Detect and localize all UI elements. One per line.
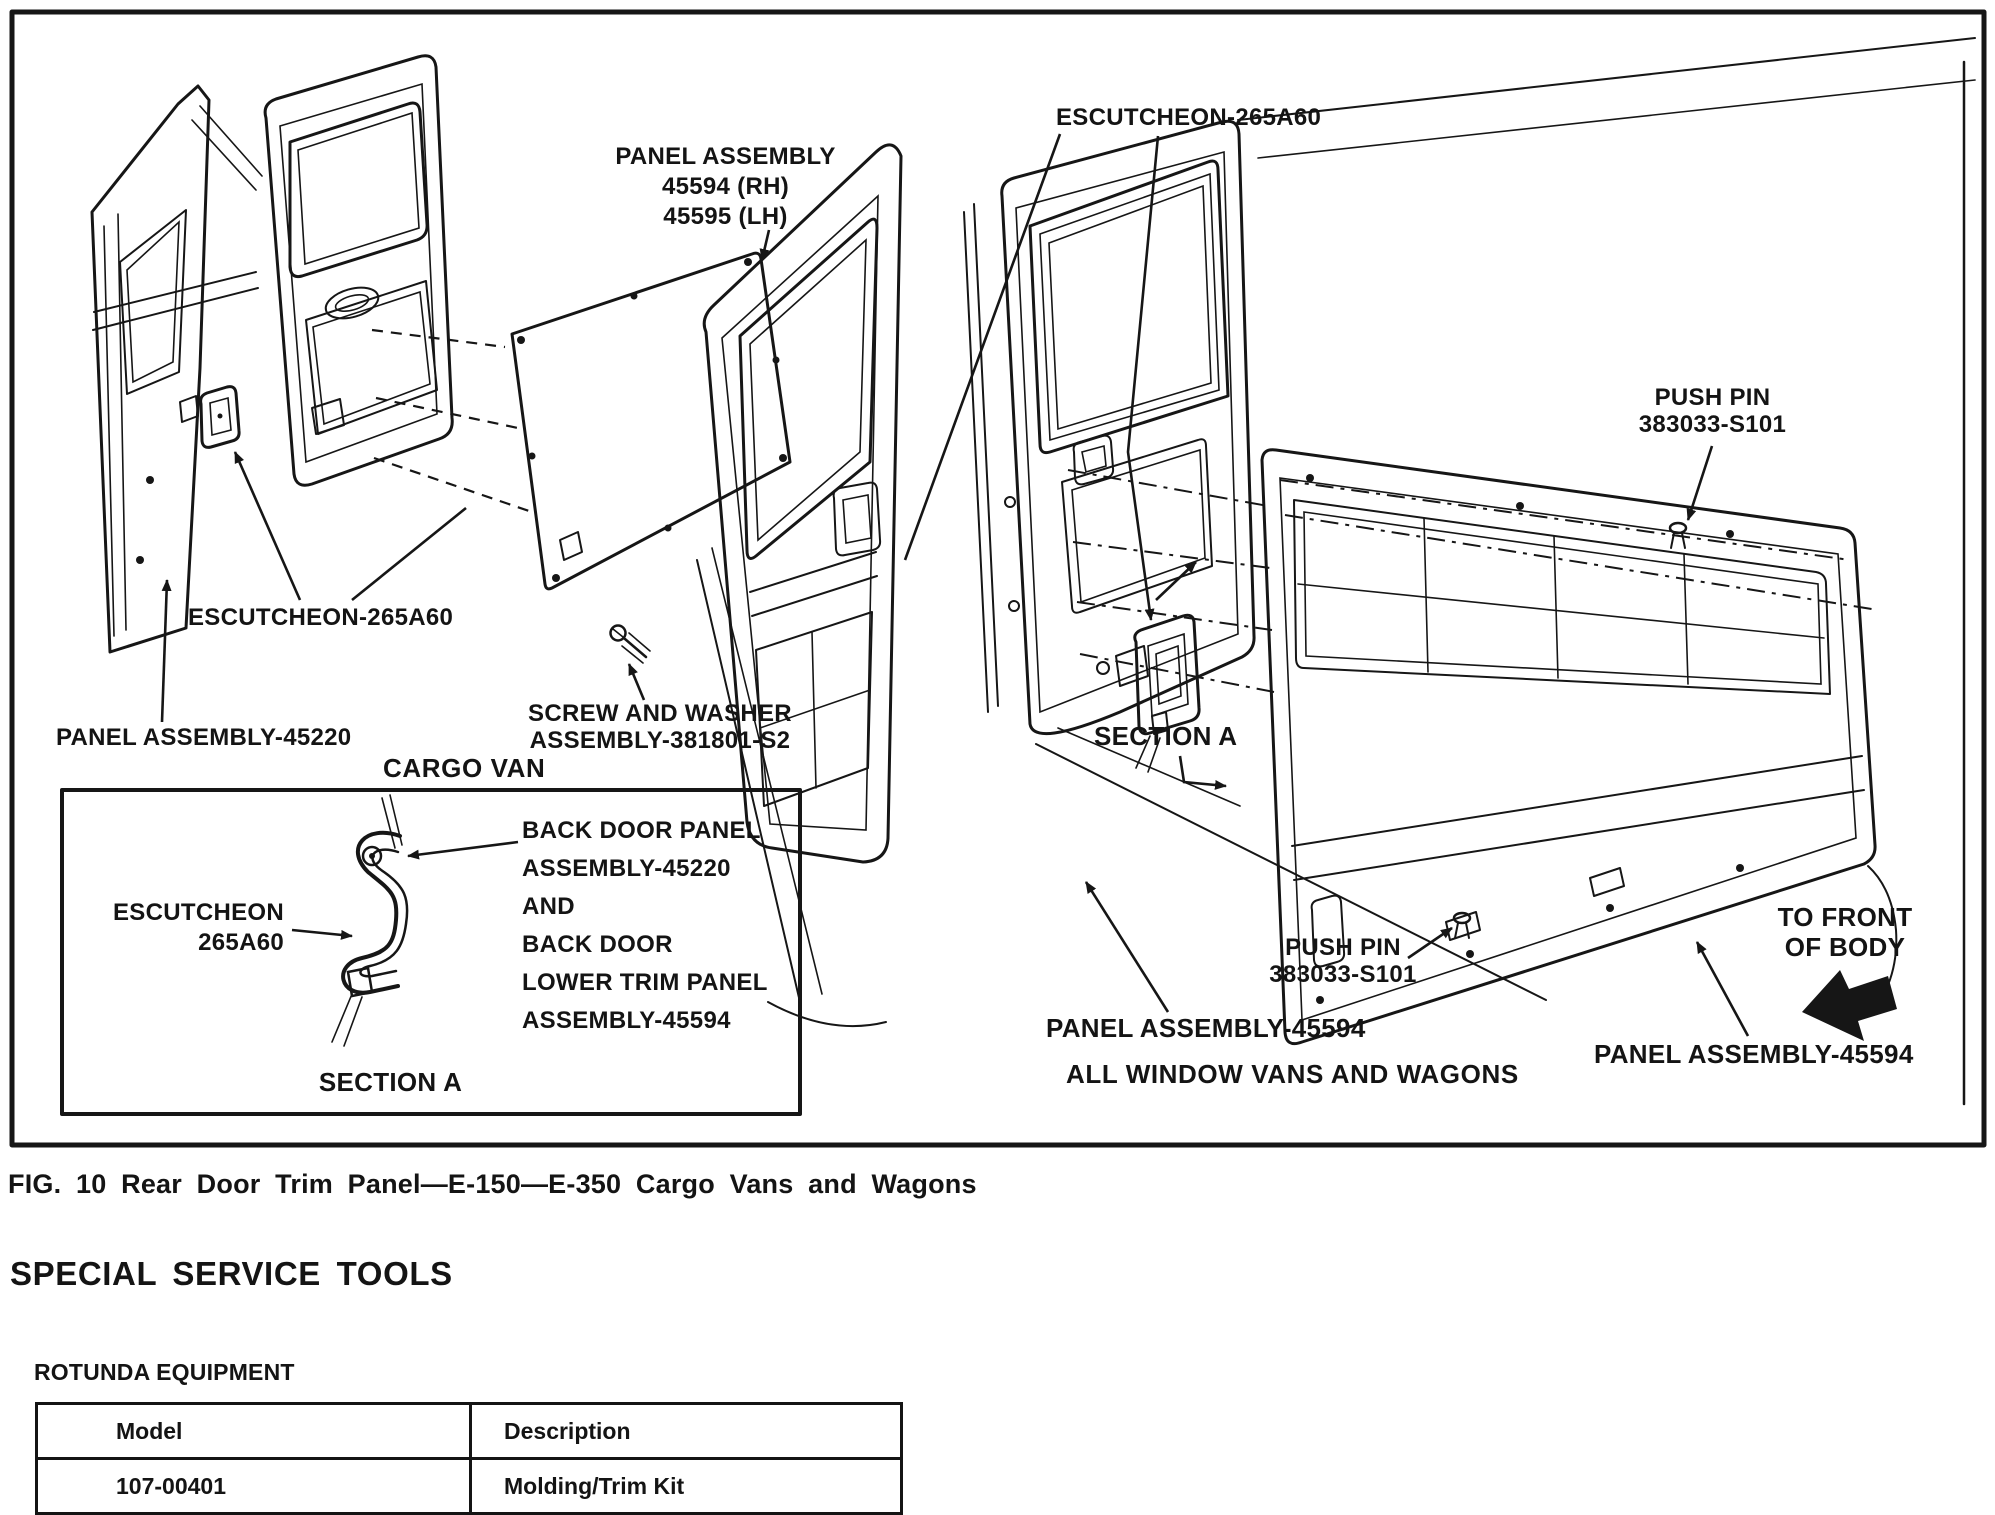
label-cargo-van: CARGO VAN bbox=[383, 753, 546, 783]
leader-arrow bbox=[1126, 135, 1160, 621]
label-all-window-vans: ALL WINDOW VANS AND WAGONS bbox=[1066, 1059, 1519, 1089]
push-pin-icon bbox=[1452, 911, 1472, 939]
figure-border bbox=[9, 9, 1987, 1148]
rotunda-equipment-table: Model Description 107-00401 Molding/Trim… bbox=[35, 1402, 903, 1515]
label-push-pin-upper: PUSH PIN 383033-S101 bbox=[1638, 384, 1787, 438]
push-pin-icon bbox=[1668, 521, 1688, 549]
leader-arrow bbox=[627, 663, 646, 701]
table-cell-description: Molding/Trim Kit bbox=[469, 1457, 903, 1515]
table-header-description: Description bbox=[469, 1402, 903, 1460]
label-escutcheon-right: ESCUTCHEON-265A60 bbox=[1056, 104, 1322, 131]
label-screw-washer: SCREW AND WASHER ASSEMBLY-381801-S2 bbox=[528, 700, 792, 754]
label-inset-escutcheon: ESCUTCHEON 265A60 bbox=[112, 899, 284, 956]
leader-arrow bbox=[1686, 445, 1714, 521]
leader-arrow bbox=[233, 451, 302, 601]
cargo-van-drawing bbox=[90, 54, 792, 723]
table-header-row: Model Description bbox=[35, 1402, 903, 1460]
leader-arrow bbox=[1407, 926, 1453, 960]
label-panel-assembly-45220: PANEL ASSEMBLY-45220 bbox=[56, 724, 352, 751]
to-front-arrow-icon bbox=[1802, 970, 1897, 1041]
label-inset-back-door: BACK DOOR PANEL ASSEMBLY-45220 AND BACK … bbox=[522, 817, 768, 1034]
label-panel-assembly-45594-left: PANEL ASSEMBLY-45594 bbox=[1046, 1013, 1366, 1043]
leader-arrow bbox=[1084, 881, 1170, 1013]
label-panel-assembly-45594-right: PANEL ASSEMBLY-45594 bbox=[1594, 1039, 1914, 1069]
label-to-front-of-body: TO FRONT OF BODY bbox=[1777, 902, 1913, 962]
label-escutcheon-left: ESCUTCHEON-265A60 bbox=[188, 604, 454, 631]
section-a-arrow bbox=[1178, 755, 1227, 790]
escutcheon-part bbox=[1133, 613, 1201, 773]
rotunda-equipment-heading: ROTUNDA EQUIPMENT bbox=[34, 1359, 295, 1385]
table-header-model: Model bbox=[35, 1402, 472, 1460]
table-row: 107-00401 Molding/Trim Kit bbox=[35, 1457, 903, 1515]
screw-icon bbox=[609, 624, 651, 664]
leader-arrow bbox=[291, 928, 353, 940]
inset-border bbox=[60, 788, 802, 1116]
leader-line bbox=[351, 506, 467, 602]
figure-caption: FIG. 10 Rear Door Trim Panel—E-150—E-350… bbox=[8, 1169, 977, 1199]
leader-line bbox=[903, 133, 1062, 561]
label-inset-section-a: SECTION A bbox=[318, 1067, 463, 1097]
label-push-pin-lower: PUSH PIN 383033-S101 bbox=[1269, 934, 1417, 988]
leader-arrow bbox=[407, 840, 519, 860]
escutcheon-part bbox=[199, 385, 241, 449]
trim-panel-part-large bbox=[1260, 448, 1898, 1046]
label-section-a-right: SECTION A bbox=[1094, 721, 1238, 751]
window-van-drawing bbox=[696, 37, 1976, 1106]
leader-arrow bbox=[759, 229, 771, 261]
section-a-inset-drawing bbox=[60, 788, 802, 1116]
special-service-tools-heading: SPECIAL SERVICE TOOLS bbox=[10, 1255, 453, 1292]
leader-arrow bbox=[160, 579, 172, 723]
view-direction-arrow bbox=[1155, 561, 1197, 601]
leader-arrow bbox=[1695, 941, 1750, 1037]
table-cell-model: 107-00401 bbox=[35, 1457, 472, 1515]
trim-panel-part bbox=[510, 251, 792, 591]
label-panel-assembly-rh-lh: PANEL ASSEMBLY 45594 (RH) 45595 (LH) bbox=[615, 143, 836, 230]
